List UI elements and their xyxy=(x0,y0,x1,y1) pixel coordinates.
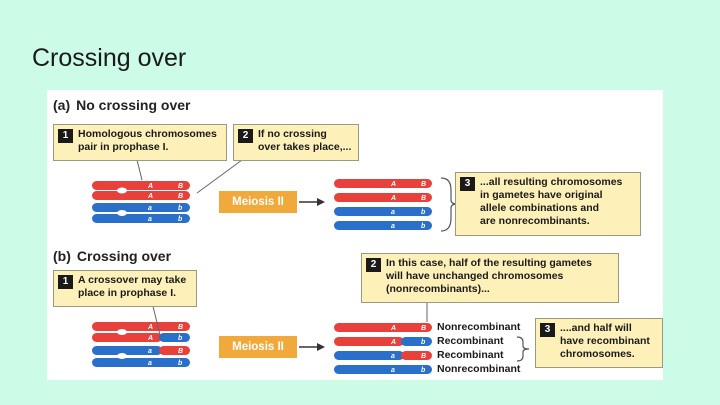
panel-b-note-1: 1 A crossover may take place in prophase… xyxy=(53,270,197,307)
panel-a-letter: (a) xyxy=(53,97,71,113)
svg-text:A: A xyxy=(147,324,153,331)
svg-text:B: B xyxy=(421,195,426,202)
svg-text:A: A xyxy=(147,335,153,342)
step-number-2: 2 xyxy=(366,258,381,272)
panel-a-paired-chromosomes: A B A B a b a b xyxy=(92,181,190,223)
panel-b-title: Crossing over xyxy=(76,248,172,264)
slide-title: Crossing over xyxy=(32,44,187,72)
svg-text:B: B xyxy=(421,181,426,188)
step-number-3: 3 xyxy=(460,177,475,191)
panel-a-note-2-text: If no crossing over takes place,... xyxy=(258,128,352,153)
svg-text:b: b xyxy=(178,205,183,212)
svg-text:A: A xyxy=(147,183,153,190)
svg-text:b: b xyxy=(178,216,183,223)
svg-text:a: a xyxy=(148,205,152,212)
step-number-1: 1 xyxy=(58,275,73,289)
panel-b-letter: (b) xyxy=(53,248,71,264)
panel-b-note-3: 3 ....and half will have recombinant chr… xyxy=(535,318,663,368)
svg-text:B: B xyxy=(178,324,183,331)
svg-text:A: A xyxy=(390,339,396,346)
svg-text:B: B xyxy=(421,353,426,360)
panel-a-gamete-chromosomes: A B A B a b a b xyxy=(334,179,432,230)
panel-a-note-2: 2 If no crossing over takes place,... xyxy=(233,124,359,161)
step-number-3: 3 xyxy=(540,323,555,337)
step-number-1: 1 xyxy=(58,129,73,143)
svg-text:B: B xyxy=(178,348,183,355)
panel-a-heading: (a) No crossing over xyxy=(53,97,191,113)
svg-text:b: b xyxy=(178,360,183,367)
svg-text:A: A xyxy=(390,325,396,332)
outcome-label-4: Nonrecombinant xyxy=(437,363,521,375)
panel-b-note-2-text: In this case, half of the resulting game… xyxy=(386,257,592,295)
svg-text:b: b xyxy=(421,223,426,230)
svg-text:a: a xyxy=(148,348,152,355)
svg-text:B: B xyxy=(178,183,183,190)
svg-text:b: b xyxy=(421,339,426,346)
svg-text:a: a xyxy=(148,216,152,223)
chromosome-diagram: A B A B a b a b A B A B a b a b xyxy=(92,159,530,374)
svg-text:a: a xyxy=(391,367,395,374)
svg-text:B: B xyxy=(421,325,426,332)
outcome-label-1: Nonrecombinant xyxy=(437,321,521,333)
panel-b-meiosis-label: Meiosis II xyxy=(219,336,297,358)
panel-b-paired-chromosomes: A B A b a B a b xyxy=(92,322,190,367)
figure-panel: A B A B a b a b A B A B a b a b xyxy=(47,90,663,380)
svg-text:b: b xyxy=(421,209,426,216)
panel-a-title: No crossing over xyxy=(76,97,191,113)
svg-text:b: b xyxy=(421,367,426,374)
svg-text:A: A xyxy=(147,193,153,200)
svg-text:A: A xyxy=(390,195,396,202)
svg-text:b: b xyxy=(178,335,183,342)
svg-text:a: a xyxy=(391,353,395,360)
outcome-label-3: Recombinant xyxy=(437,349,504,361)
panel-b-heading: (b) Crossing over xyxy=(53,248,171,264)
svg-text:A: A xyxy=(390,181,396,188)
panel-a-note-1-text: Homologous chromosomes pair in prophase … xyxy=(78,128,217,153)
panel-a-note-1: 1 Homologous chromosomes pair in prophas… xyxy=(53,124,227,161)
panel-b-gamete-chromosomes: A B A b a B a b xyxy=(334,323,432,374)
svg-text:a: a xyxy=(391,209,395,216)
panel-b-note-1-text: A crossover may take place in prophase I… xyxy=(78,274,187,299)
outcome-label-2: Recombinant xyxy=(437,335,504,347)
panel-b-note-3-text: ....and half will have recombinant chrom… xyxy=(560,322,650,360)
panel-b-note-2: 2 In this case, half of the resulting ga… xyxy=(361,253,619,303)
step-number-2: 2 xyxy=(238,129,253,143)
svg-text:a: a xyxy=(148,360,152,367)
svg-text:a: a xyxy=(391,223,395,230)
svg-text:B: B xyxy=(178,193,183,200)
panel-a-meiosis-label: Meiosis II xyxy=(219,191,297,213)
panel-a-note-3: 3 ...all resulting chromosomes in gamete… xyxy=(455,172,641,236)
panel-a-note-3-text: ...all resulting chromosomes in gametes … xyxy=(480,176,623,227)
